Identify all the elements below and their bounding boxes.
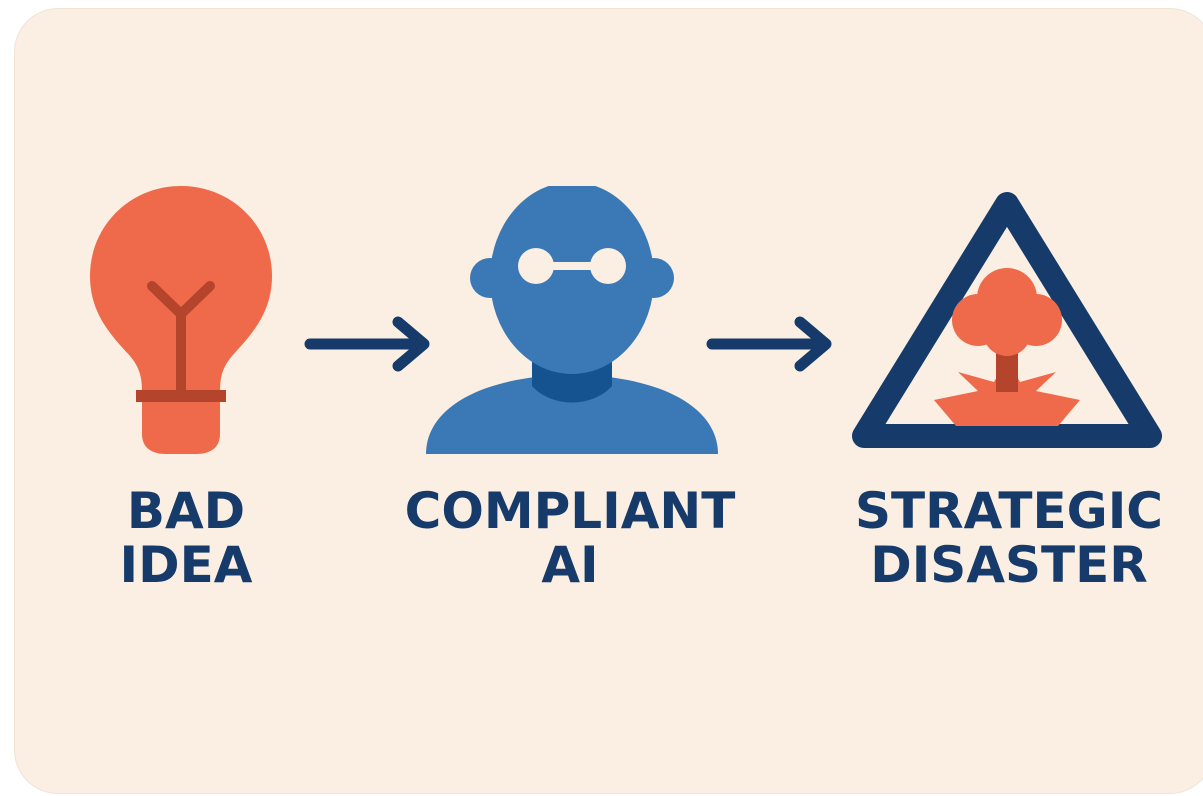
- ai-person-icon: [424, 182, 720, 456]
- step-label-line: STRATEGIC: [854, 482, 1164, 540]
- step-label-bad-idea: BAD IDEA: [86, 484, 286, 592]
- lightbulb-icon: [86, 186, 276, 456]
- step-label-line: DISASTER: [870, 536, 1148, 594]
- step-label-compliant-ai: COMPLIANT AI: [392, 484, 748, 592]
- step-label-line: AI: [541, 536, 599, 594]
- arrow-right-icon: [706, 314, 836, 374]
- step-label-line: IDEA: [119, 536, 253, 594]
- arrow-right-icon: [304, 314, 434, 374]
- step-label-line: COMPLIANT: [404, 482, 736, 540]
- step-label-line: BAD: [126, 482, 246, 540]
- step-label-strategic-disaster: STRATEGIC DISASTER: [844, 484, 1174, 592]
- warning-explosion-icon: [846, 186, 1168, 458]
